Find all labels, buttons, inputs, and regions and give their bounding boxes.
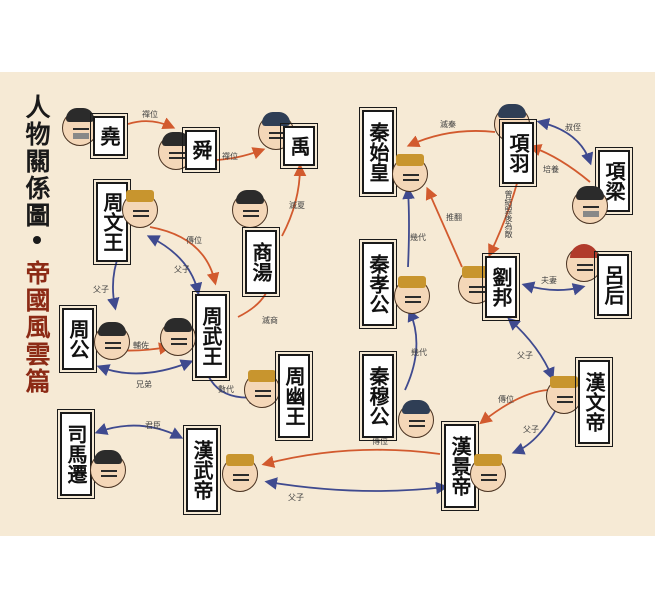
name-zhou-wenwang: 周文王: [93, 179, 131, 265]
name-han-wendi: 漢文帝: [575, 357, 613, 447]
zhou-gong-portrait: [94, 322, 130, 360]
han-jingdi-portrait: [470, 454, 506, 492]
label-wen-wu-kin: 父子: [174, 265, 190, 274]
label-jing-wu-kin: 父子: [288, 493, 304, 502]
label-wen-jing-kin: 父子: [523, 425, 539, 434]
label-yao-shun: 禪位: [142, 110, 158, 119]
qin-shihuang-portrait: [392, 154, 428, 192]
name-qin-xiaogong: 秦孝公: [359, 239, 397, 329]
zhou-wuwang-portrait: [160, 318, 196, 356]
arrow-jing-wu: [261, 448, 441, 468]
arrow-xiang-qin: [406, 130, 496, 148]
label-wen-jing: 傳位: [498, 395, 514, 404]
name-han-jingdi: 漢景帝: [441, 421, 479, 511]
label-wu-tang: 滅商: [262, 316, 278, 325]
label-xiaogong-shihuang: 幾代: [410, 233, 426, 242]
xiang-liang-portrait: [572, 186, 608, 224]
qin-xiaogong-portrait: [394, 276, 430, 314]
title-separator-dot: [33, 236, 41, 244]
name-liu-bang: 劉邦: [482, 253, 520, 321]
arrow-xiaogong-shihuang: [402, 186, 415, 268]
name-zhou-youwang: 周幽王: [275, 351, 313, 441]
label-wen-gong: 父子: [93, 285, 109, 294]
label-yu-liang: 培養: [543, 165, 559, 174]
arrow-mugong-xiaogong: [404, 308, 420, 391]
name-qin-mugong: 秦穆公: [359, 351, 397, 441]
label-yu-bang-ally: 曾結盟後為敵: [504, 190, 513, 238]
label-gong-wu-kin: 兄弟: [136, 380, 152, 389]
label-jing-wu: 傳位: [372, 437, 388, 446]
label-gong-wu-help: 輔佐: [133, 341, 149, 350]
name-han-wudi: 漢武帝: [183, 425, 221, 515]
han-wendi-portrait: [546, 376, 582, 414]
han-wudi-portrait: [222, 454, 258, 492]
arrow-tang-yu: [281, 163, 307, 237]
label-liang-yu: 叔侄: [565, 123, 581, 132]
name-xiang-yu: 項羽: [499, 119, 537, 187]
arrow-liang-yu: [536, 118, 594, 166]
yao-portrait: [62, 108, 98, 146]
arrow-wen-jing: [479, 389, 549, 425]
relationship-diagram: 人物關係圖 帝國風雲篇: [0, 72, 655, 536]
name-zhou-gong: 周公: [59, 305, 97, 373]
arrow-gong-wu-kin: [96, 359, 194, 377]
name-qin-shihuang: 秦始皇: [359, 107, 397, 197]
name-sima-qian: 司馬遷: [57, 409, 95, 499]
name-yu: 禹: [280, 123, 318, 169]
zhou-wenwang-portrait: [122, 190, 158, 228]
lv-hou-portrait: [566, 244, 602, 282]
label-wen-wu: 傳位: [186, 236, 202, 245]
arrow-wen-wu-kin: [146, 235, 203, 296]
arrow-wudi-sima: [94, 423, 184, 439]
name-shun: 舜: [182, 127, 220, 173]
label-shun-yu: 禪位: [222, 152, 238, 161]
diagram-subtitle: 帝國風雲篇: [22, 260, 51, 395]
arrow-jing-wu-kin: [264, 477, 449, 495]
sima-qian-portrait: [90, 450, 126, 488]
label-wu-you: 數代: [218, 385, 234, 394]
label-bang-wen: 父子: [517, 351, 533, 360]
label-xiang-qin: 滅秦: [440, 120, 456, 129]
label-mugong-xiaogong: 幾代: [411, 348, 427, 357]
arrow-yao-shun: [127, 117, 176, 130]
shang-tang-portrait: [232, 190, 268, 228]
name-lv-hou: 呂后: [594, 251, 632, 319]
diagram-title: 人物關係圖: [22, 94, 51, 229]
label-yu-tang: 滅夏: [289, 201, 305, 210]
arrow-yu-liang: [528, 144, 591, 183]
arrow-bang-wen: [507, 317, 555, 381]
label-bang-shihuang: 推翻: [446, 213, 462, 222]
arrow-bang-shihuang: [425, 186, 463, 268]
label-bang-hou: 夫妻: [541, 276, 557, 285]
name-zhou-wuwang: 周武王: [192, 291, 230, 381]
name-yao: 堯: [90, 113, 128, 159]
name-shang-tang: 商湯: [242, 227, 280, 297]
label-wudi-sima: 君臣: [145, 421, 161, 430]
arrow-bang-hou: [521, 281, 586, 296]
qin-mugong-portrait: [398, 400, 434, 438]
zhou-youwang-portrait: [244, 370, 280, 408]
